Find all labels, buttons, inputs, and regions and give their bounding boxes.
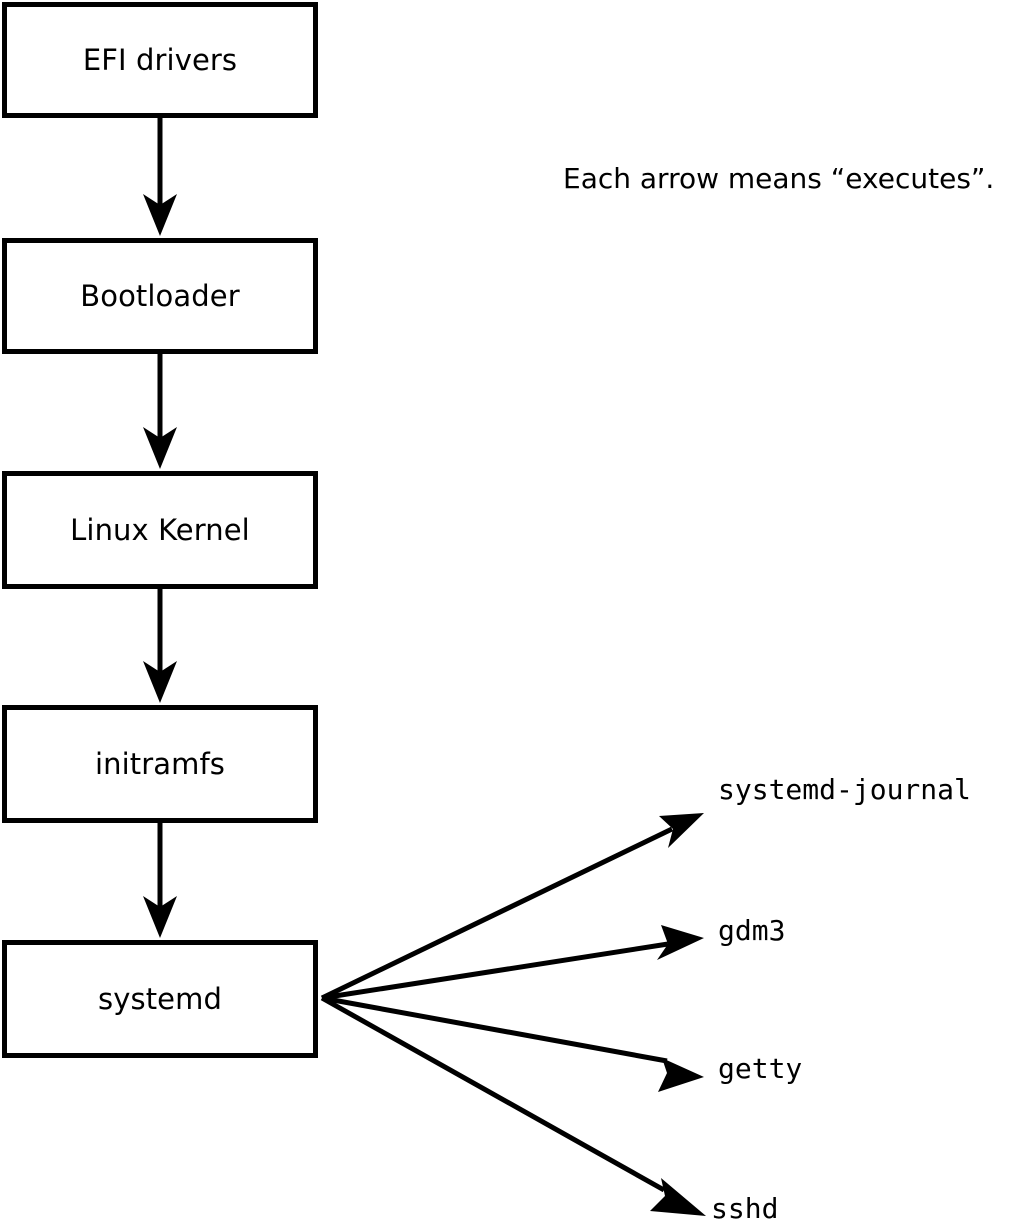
- arrow-efi-drivers-to-bootloader: [143, 118, 177, 236]
- node-label-systemd: systemd: [98, 981, 222, 1016]
- node-systemd[interactable]: systemd: [2, 940, 318, 1058]
- arrow-linux-kernel-to-initramfs: [143, 589, 177, 703]
- legend-caption: Each arrow means “executes”.: [563, 162, 995, 195]
- arrow-initramfs-to-systemd: [143, 823, 177, 938]
- node-initramfs[interactable]: initramfs: [2, 705, 318, 823]
- node-label-efi-drivers: EFI drivers: [82, 42, 238, 77]
- node-label-initramfs: initramfs: [94, 746, 226, 781]
- node-bootloader[interactable]: Bootloader: [2, 238, 318, 354]
- node-efi-drivers[interactable]: EFI drivers: [2, 2, 318, 118]
- node-label-getty[interactable]: getty: [718, 1052, 803, 1085]
- node-label-linux-kernel: Linux Kernel: [70, 512, 250, 547]
- arrow-systemd-to-getty: [321, 995, 704, 1092]
- arrow-systemd-to-sshd: [320, 995, 706, 1216]
- node-label-bootloader: Bootloader: [80, 278, 240, 313]
- node-label-systemd-journal[interactable]: systemd-journal: [718, 773, 971, 806]
- node-label-sshd[interactable]: sshd: [711, 1192, 779, 1225]
- node-label-gdm3[interactable]: gdm3: [718, 914, 786, 947]
- arrow-systemd-to-gdm3: [321, 925, 704, 1001]
- arrow-systemd-to-systemd-journal: [320, 813, 704, 1001]
- node-linux-kernel[interactable]: Linux Kernel: [2, 471, 318, 589]
- arrow-bootloader-to-linux-kernel: [143, 354, 177, 469]
